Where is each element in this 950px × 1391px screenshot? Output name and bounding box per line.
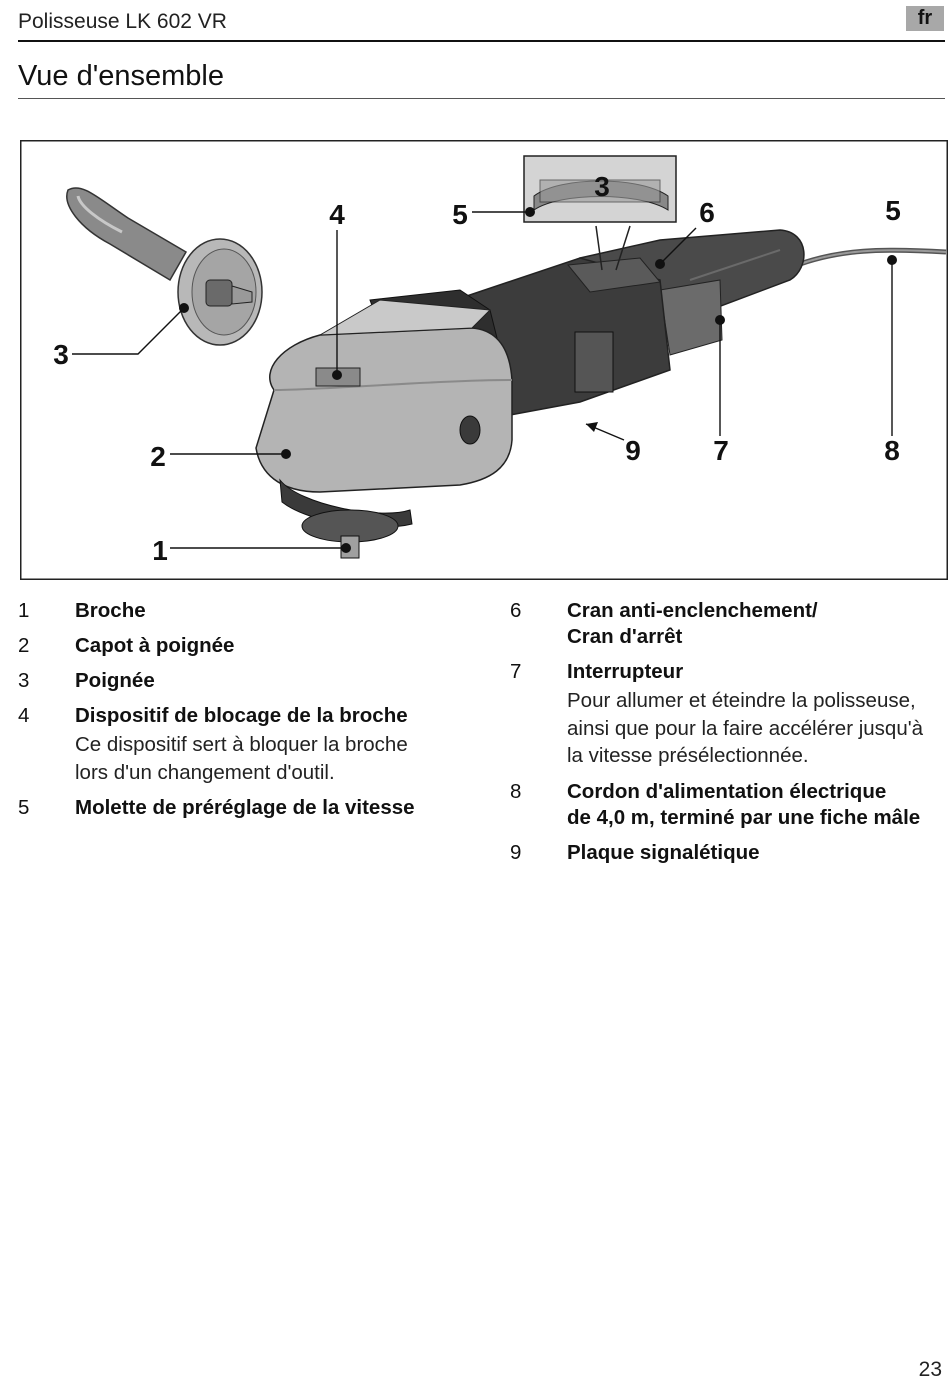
callout-8: 8	[884, 435, 900, 466]
legend-number: 8	[510, 779, 522, 803]
legend-item: 7 Interrupteur Pour allumer et éteindre …	[510, 659, 940, 770]
legend-item: 9 Plaque signalétique	[510, 840, 940, 866]
legend-number: 3	[18, 669, 30, 692]
legend-left-column: 1 Broche 2 Capot à poignée 3 Poignée 4 D…	[18, 598, 448, 830]
legend-label: Poignée	[75, 669, 155, 692]
speed-dial-inset-drawing	[523, 155, 677, 271]
callout-4: 4	[329, 199, 345, 230]
header-rule	[18, 40, 945, 42]
page-title: Vue d'ensemble	[18, 60, 224, 92]
legend-number: 2	[18, 634, 30, 657]
legend-item: 2 Capot à poignée	[18, 633, 448, 659]
polisher-body-drawing	[255, 229, 805, 559]
callout-1: 1	[152, 535, 168, 566]
legend-item: 4 Dispositif de blocage de la broche Ce …	[18, 703, 448, 786]
callout-5-dial: 5	[452, 199, 468, 230]
arrow-head-9	[586, 422, 598, 432]
legend-label: Broche	[75, 599, 146, 622]
legend-item: 3 Poignée	[18, 668, 448, 694]
callout-6: 6	[699, 197, 715, 228]
legend-item: 1 Broche	[18, 598, 448, 624]
legend-description: Pour allumer et éteindre la polisseuse, …	[567, 689, 924, 767]
callout-3: 3	[53, 339, 69, 370]
dial-number: 3	[594, 171, 610, 202]
legend-label: Dispositif de blocage de la broche	[75, 704, 408, 727]
legend-label: Cran anti-enclenchement/ Cran d'arrêt	[567, 599, 818, 648]
legend-description: Ce dispositif sert à bloquer la broche l…	[75, 733, 408, 784]
legend-number: 5	[18, 796, 30, 819]
document-header-title: Polisseuse LK 602 VR	[18, 10, 227, 33]
title-rule	[18, 98, 945, 99]
legend-label: Cordon d'alimentation électrique de 4,0 …	[567, 779, 921, 829]
legend-item: 6 Cran anti-enclenchement/ Cran d'arrêt	[510, 598, 940, 650]
product-illustration: 3 3 2 1 4 5	[20, 140, 948, 580]
legend-item: 5 Molette de préréglage de la vitesse	[18, 795, 448, 821]
side-handle-drawing	[66, 187, 263, 346]
leader-lines	[72, 211, 893, 549]
legend-right-column: 6 Cran anti-enclenchement/ Cran d'arrêt …	[510, 598, 940, 875]
callout-9: 9	[625, 435, 641, 466]
callout-7: 7	[713, 435, 729, 466]
legend-number: 6	[510, 599, 522, 622]
legend-number: 4	[18, 704, 30, 727]
callout-2: 2	[150, 441, 166, 472]
legend-number: 1	[18, 599, 30, 622]
legend-label: Capot à poignée	[75, 634, 235, 657]
legend-label: Plaque signalétique	[567, 840, 760, 864]
legend-label: Molette de préréglage de la vitesse	[75, 796, 415, 819]
callout-5-cord: 5	[885, 195, 901, 226]
legend-item: 8 Cordon d'alimentation électrique de 4,…	[510, 779, 940, 831]
legend-label: Interrupteur	[567, 660, 684, 683]
page-number: 23	[918, 1358, 942, 1381]
legend-number: 9	[510, 840, 522, 864]
leader-dots	[179, 207, 897, 553]
language-badge: fr	[906, 6, 944, 31]
legend-number: 7	[510, 660, 522, 683]
